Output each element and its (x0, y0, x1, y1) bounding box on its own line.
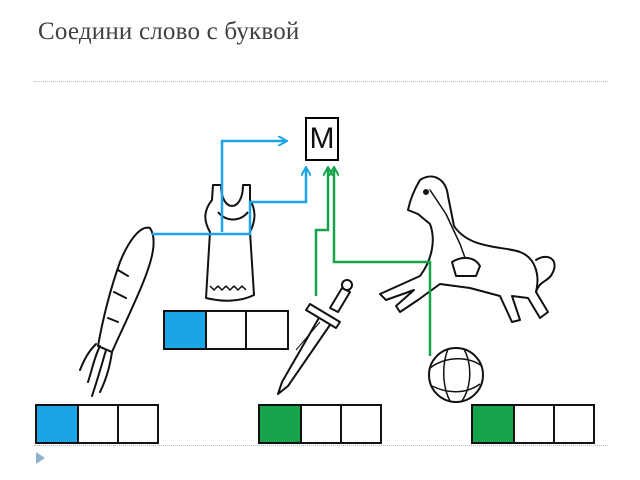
grid-cell[interactable] (260, 406, 300, 442)
grid-cell[interactable] (340, 406, 380, 442)
slide-title: Соедини слово с буквой (38, 18, 300, 45)
connector-shirt-to-letter (220, 141, 286, 232)
carrot-icon (79, 226, 155, 397)
grid-cell[interactable] (300, 406, 340, 442)
connector-sword-to-letter (314, 168, 328, 296)
grid-ball[interactable] (471, 404, 595, 444)
horse-icon (379, 175, 556, 323)
divider-bottom (34, 445, 608, 446)
grid-carrot[interactable] (35, 404, 159, 444)
target-letter-box: М (305, 117, 339, 161)
grid-cell[interactable] (165, 312, 205, 348)
grid-sword[interactable] (258, 404, 382, 444)
grid-cell[interactable] (513, 406, 553, 442)
grid-cell[interactable] (37, 406, 77, 442)
connector-carrot-to-letter (152, 168, 306, 236)
connector-ball-to-letter (334, 168, 432, 356)
shirt-icon (204, 184, 256, 302)
divider-top (34, 81, 608, 82)
grid-cell[interactable] (473, 406, 513, 442)
grid-cell[interactable] (553, 406, 593, 442)
grid-cell[interactable] (77, 406, 117, 442)
sword-icon (277, 279, 353, 395)
grid-cell[interactable] (245, 312, 285, 348)
grid-cell[interactable] (205, 312, 245, 348)
bullet-arrow-icon (36, 452, 45, 464)
grid-cell[interactable] (117, 406, 157, 442)
ball-icon (428, 347, 484, 403)
grid-shirt[interactable] (163, 310, 289, 350)
